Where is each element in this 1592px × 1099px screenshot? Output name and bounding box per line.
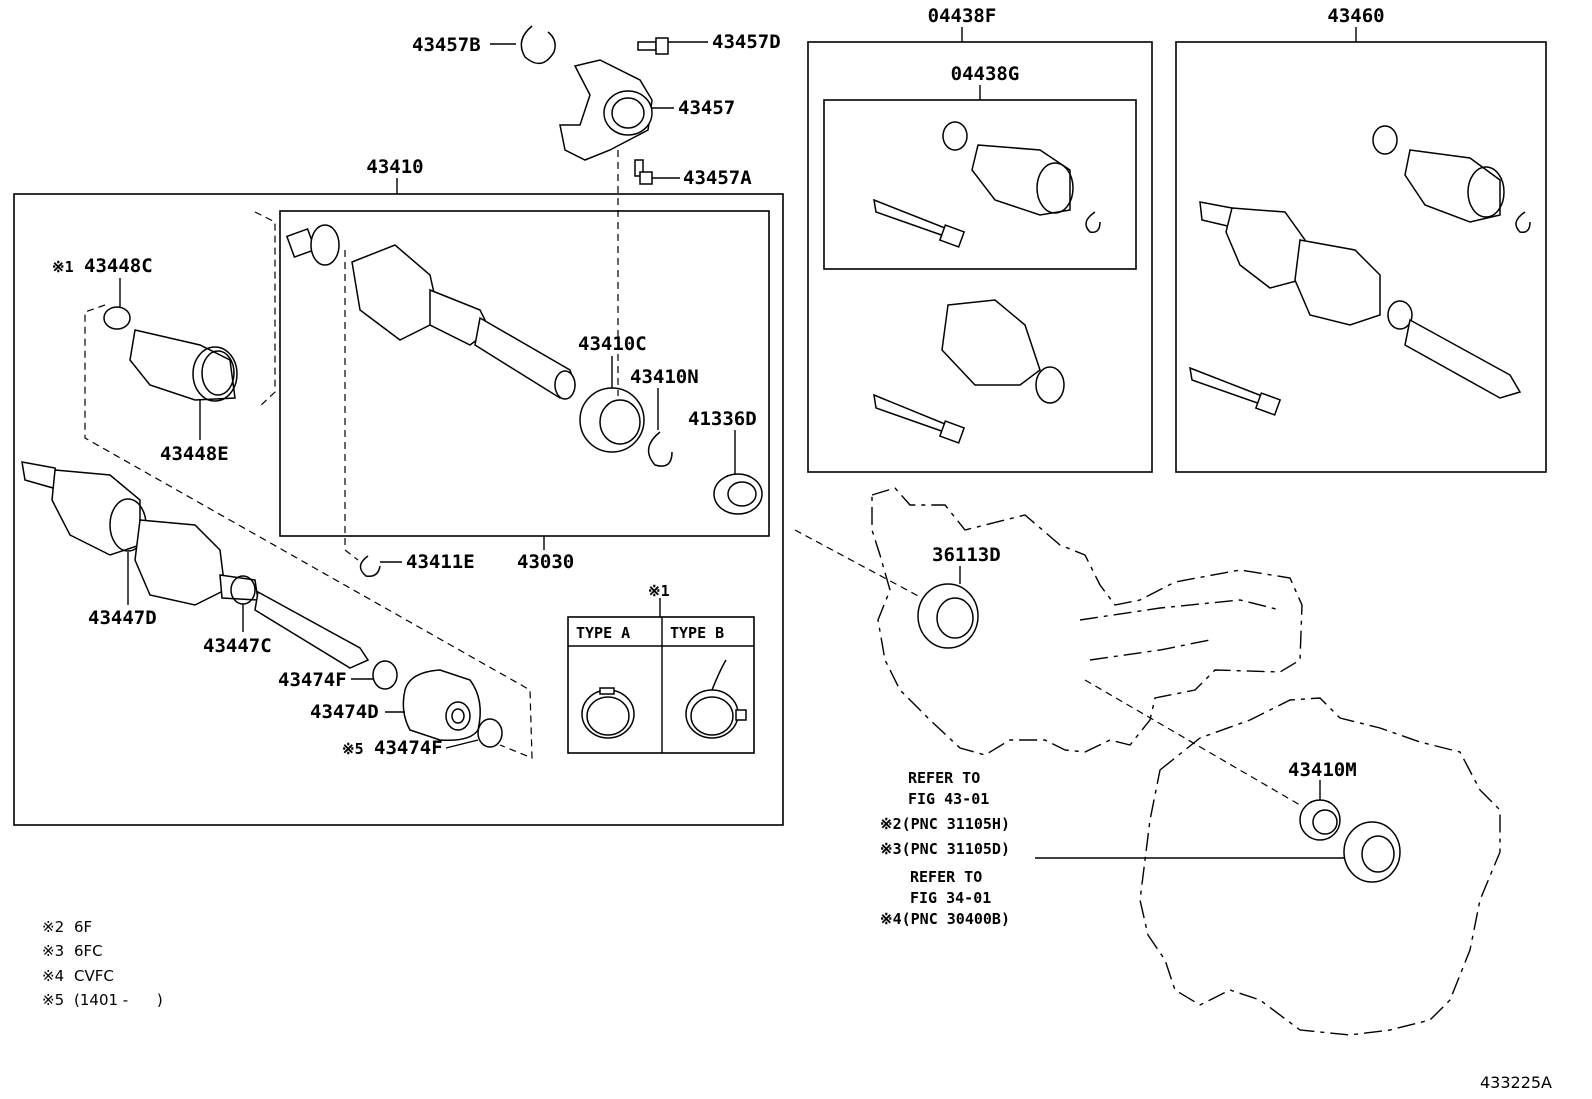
legend-mark-5: ※5 bbox=[42, 991, 64, 1009]
label-43448C: 43448C bbox=[84, 255, 153, 277]
label-43448E: 43448E bbox=[160, 443, 229, 465]
refer-1-pnc3: ※3(PNC 31105D) bbox=[880, 840, 1010, 858]
bracket-43457 bbox=[559, 59, 653, 161]
transaxle-outline-2 bbox=[1139, 697, 1501, 1036]
box-43030 bbox=[279, 210, 770, 537]
refer-2-line2: FIG 34-01 bbox=[910, 889, 991, 907]
label-43474F-a: 43474F bbox=[278, 669, 347, 691]
dashed-lines bbox=[84, 150, 1301, 806]
label-43457B: 43457B bbox=[412, 34, 481, 56]
label-43457A: 43457A bbox=[683, 167, 752, 189]
seal-43410M bbox=[1299, 799, 1401, 883]
box-04438G bbox=[823, 99, 1137, 270]
bearing-43410C bbox=[579, 387, 645, 453]
label-43447C: 43447C bbox=[203, 635, 272, 657]
refer-1-line2: FIG 43-01 bbox=[908, 790, 989, 808]
legend-text-2: 6F bbox=[74, 918, 92, 936]
label-43447D: 43447D bbox=[88, 607, 157, 629]
refer-1-line1: REFER TO bbox=[908, 769, 980, 787]
bolt-43457D bbox=[637, 37, 669, 55]
label-43410N: 43410N bbox=[630, 366, 699, 388]
clamp-type-a bbox=[581, 687, 635, 739]
mark-1: ※1 bbox=[52, 258, 74, 276]
label-43410: 43410 bbox=[366, 156, 423, 178]
label-43474D: 43474D bbox=[310, 701, 379, 723]
inner-joint-43030 bbox=[285, 224, 576, 400]
label-43460: 43460 bbox=[1327, 5, 1384, 27]
label-43411E: 43411E bbox=[406, 551, 475, 573]
refer-1-pnc2: ※2(PNC 31105H) bbox=[880, 815, 1010, 833]
mark-5: ※5 bbox=[342, 740, 364, 758]
legend: ※2 6F ※3 6FC ※4 CVFC ※5 (1401 - ) bbox=[42, 918, 163, 1009]
seal-36113D bbox=[917, 583, 979, 649]
refer-notes: REFER TO FIG 43-01 ※2(PNC 31105H) ※3(PNC… bbox=[880, 769, 1010, 928]
legend-text-5: (1401 - ) bbox=[74, 991, 163, 1009]
box-04438F bbox=[807, 41, 1153, 473]
snap-ring-43410N bbox=[647, 431, 673, 467]
label-43457: 43457 bbox=[678, 97, 735, 119]
bolt-43457A bbox=[634, 159, 653, 185]
figure-code: 433225A bbox=[1480, 1073, 1552, 1092]
transaxle-outline bbox=[871, 487, 1303, 756]
label-41336D: 41336D bbox=[688, 408, 757, 430]
damper-43474D bbox=[402, 669, 481, 742]
legend-mark-3: ※3 bbox=[42, 942, 64, 960]
seal-41336D bbox=[713, 473, 763, 515]
legend-text-4: CVFC bbox=[74, 967, 114, 985]
refer-2-line1: REFER TO bbox=[910, 868, 982, 886]
legend-mark-2: ※2 bbox=[42, 918, 64, 936]
label-43410C: 43410C bbox=[578, 333, 647, 355]
clamp-43474F-a bbox=[372, 660, 398, 690]
part-labels: 04438F 43460 04438G 43457B 43457D 43457 … bbox=[52, 5, 1385, 781]
label-36113D: 36113D bbox=[932, 544, 1001, 566]
label-04438G: 04438G bbox=[951, 63, 1020, 85]
type-box: TYPE A TYPE B bbox=[567, 616, 755, 754]
box-43410 bbox=[13, 193, 784, 826]
type-a-label: TYPE A bbox=[576, 624, 630, 642]
legend-mark-4: ※4 bbox=[42, 967, 64, 985]
boot-kit-04438F bbox=[873, 299, 1065, 444]
boot-43448 bbox=[103, 306, 238, 402]
type-b-label: TYPE B bbox=[670, 624, 724, 642]
label-04438F: 04438F bbox=[928, 5, 997, 27]
refer-2-pnc4: ※4(PNC 30400B) bbox=[880, 910, 1010, 928]
label-43474F-b: 43474F bbox=[374, 737, 443, 759]
box-43460 bbox=[1175, 41, 1547, 473]
clamp-43474F-b bbox=[477, 718, 503, 748]
mark-1-box: ※1 bbox=[648, 582, 670, 600]
clip-43411E bbox=[359, 555, 381, 578]
clip-43457B bbox=[520, 25, 556, 65]
shaft-assembly-43460 bbox=[1189, 125, 1531, 416]
legend-text-3: 6FC bbox=[74, 942, 103, 960]
label-43030: 43030 bbox=[517, 551, 574, 573]
leader-lines bbox=[119, 27, 1357, 859]
label-43410M: 43410M bbox=[1288, 759, 1357, 781]
boot-kit-04438G bbox=[873, 121, 1101, 248]
label-43457D: 43457D bbox=[712, 31, 781, 53]
clamp-type-b bbox=[685, 659, 747, 739]
drive-shaft-left bbox=[21, 461, 370, 669]
